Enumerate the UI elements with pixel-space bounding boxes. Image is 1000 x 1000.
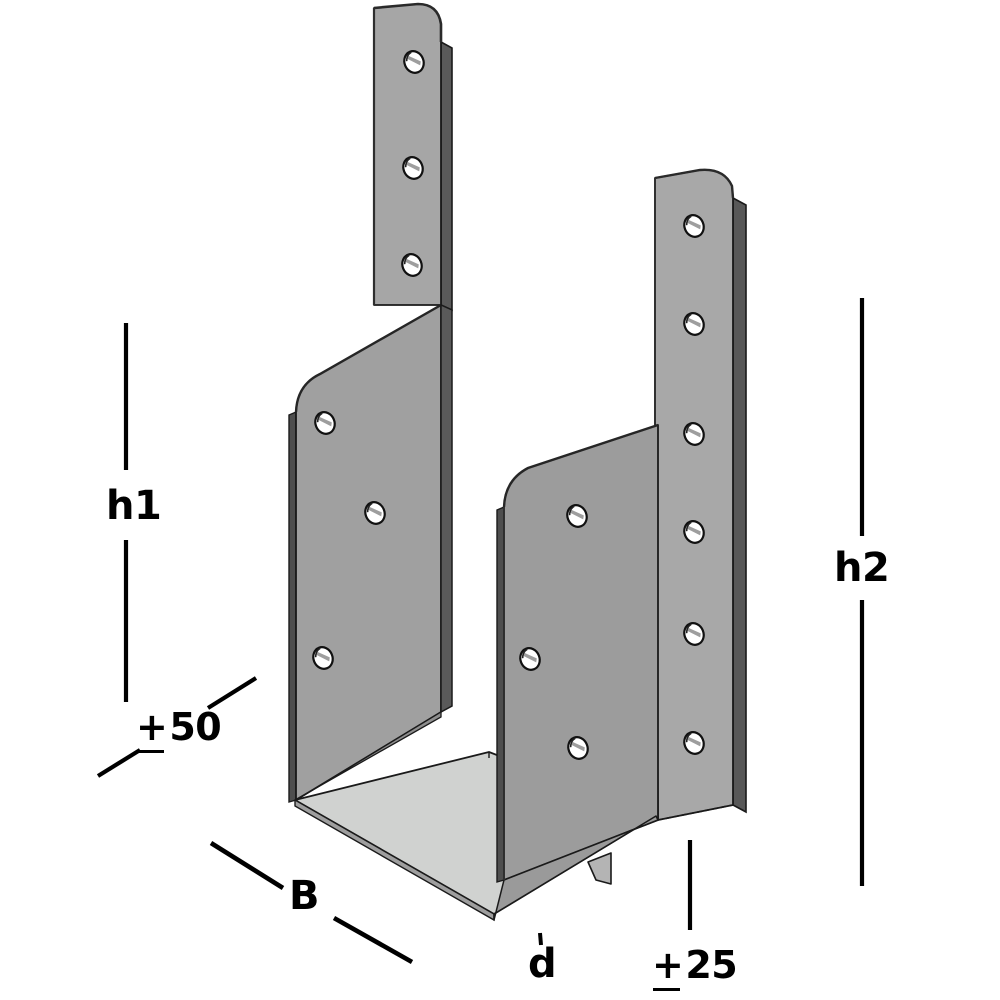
dimension-label-plus-minus-25: +25 <box>652 943 738 991</box>
bottom-locating-tab <box>587 852 612 885</box>
plus-minus-underbar <box>137 749 165 753</box>
pm50-leader-upper <box>206 676 258 710</box>
plus-minus-25-value: 25 <box>685 943 738 987</box>
plus-minus-sign-50: + <box>136 708 169 753</box>
plus-minus-underbar <box>653 987 681 991</box>
d-tick <box>538 932 543 946</box>
dimension-label-d: d <box>528 941 557 987</box>
dimension-label-h1: h1 <box>106 483 162 529</box>
pm50-leader-lower <box>96 748 142 778</box>
dimension-label-plus-minus-50: +50 <box>136 705 222 753</box>
dimension-label-h2: h2 <box>834 545 890 591</box>
right-tall-flange <box>654 168 747 821</box>
left-tall-flange <box>372 2 453 312</box>
right-side-panel <box>493 423 659 921</box>
left-side-panel <box>288 303 453 803</box>
b-leader-lower <box>332 915 414 965</box>
b-leader-upper <box>209 841 285 890</box>
plus-minus-sign-25: + <box>652 946 685 991</box>
dimension-lines <box>96 298 865 965</box>
plus-minus-50-value: 50 <box>169 705 222 749</box>
dimension-label-b: B <box>289 873 320 919</box>
